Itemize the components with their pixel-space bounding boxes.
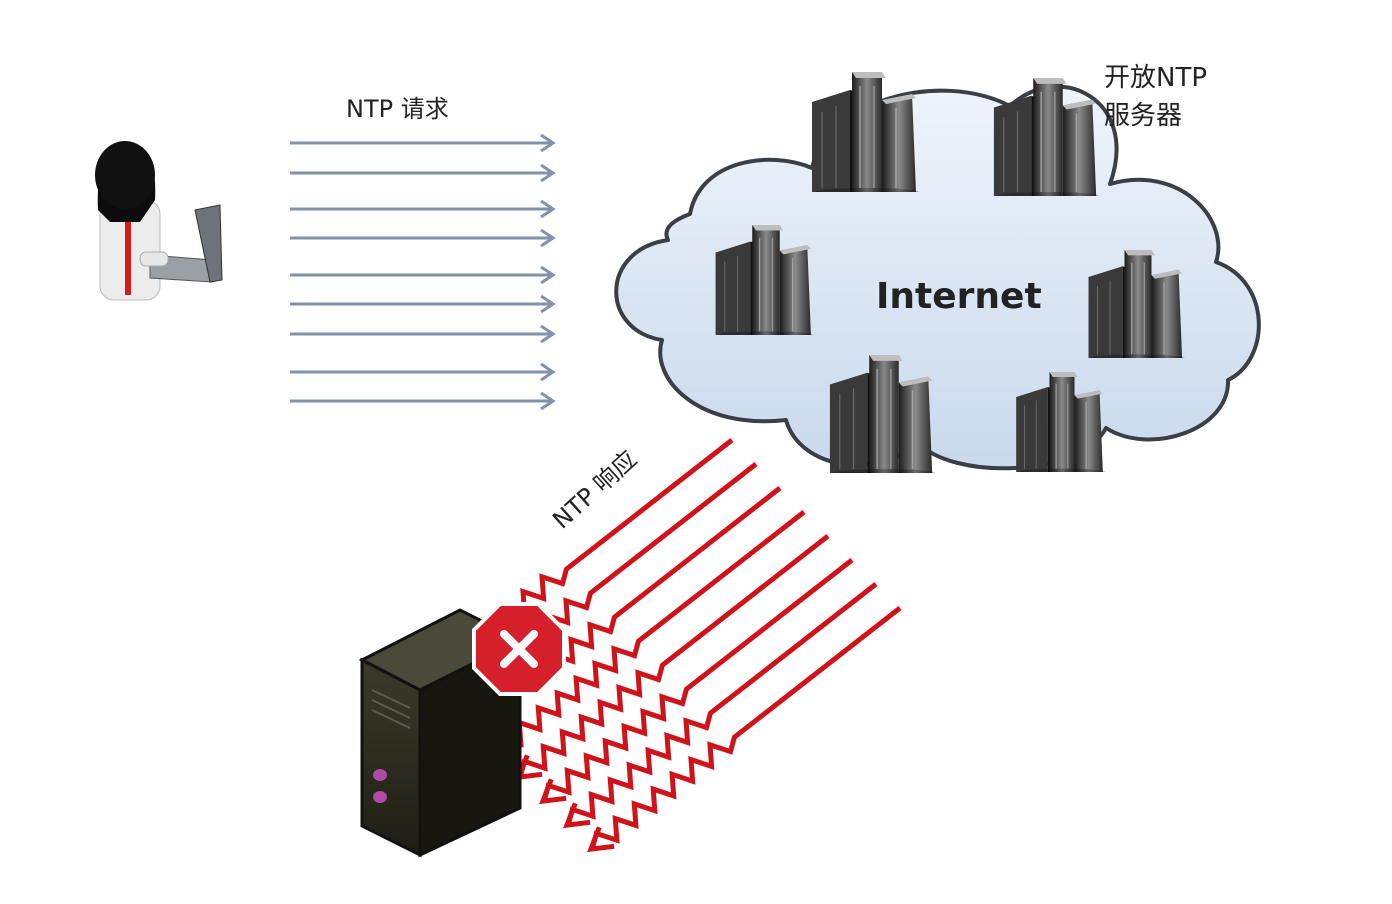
server-rack-icon (812, 72, 920, 192)
response-arrowhead (563, 802, 591, 829)
blocked-stop-icon (472, 602, 566, 696)
request-arrowhead (540, 163, 556, 183)
request-arrowhead (540, 228, 556, 248)
request-arrowhead (540, 265, 556, 285)
response-arrowhead (587, 826, 615, 853)
request-label: NTP 请求 (346, 95, 449, 123)
response-arrow (542, 558, 854, 801)
open-servers-label-line1: 开放NTP (1104, 63, 1207, 93)
response-arrowhead (539, 778, 567, 805)
request-arrows (290, 133, 556, 411)
request-arrowhead (540, 133, 556, 153)
response-arrow (518, 534, 830, 777)
response-arrow (566, 582, 878, 825)
attacker-hacker-icon (95, 141, 223, 301)
open-servers-label-line2: 服务器 (1104, 101, 1182, 131)
cloud-label: Internet (876, 276, 1042, 317)
response-arrow (590, 606, 902, 849)
request-arrowhead (540, 362, 556, 382)
request-arrowhead (540, 294, 556, 314)
internet-cloud (614, 84, 1261, 471)
request-arrowhead (540, 199, 556, 219)
request-arrowhead (540, 391, 556, 411)
request-arrowhead (540, 324, 556, 344)
